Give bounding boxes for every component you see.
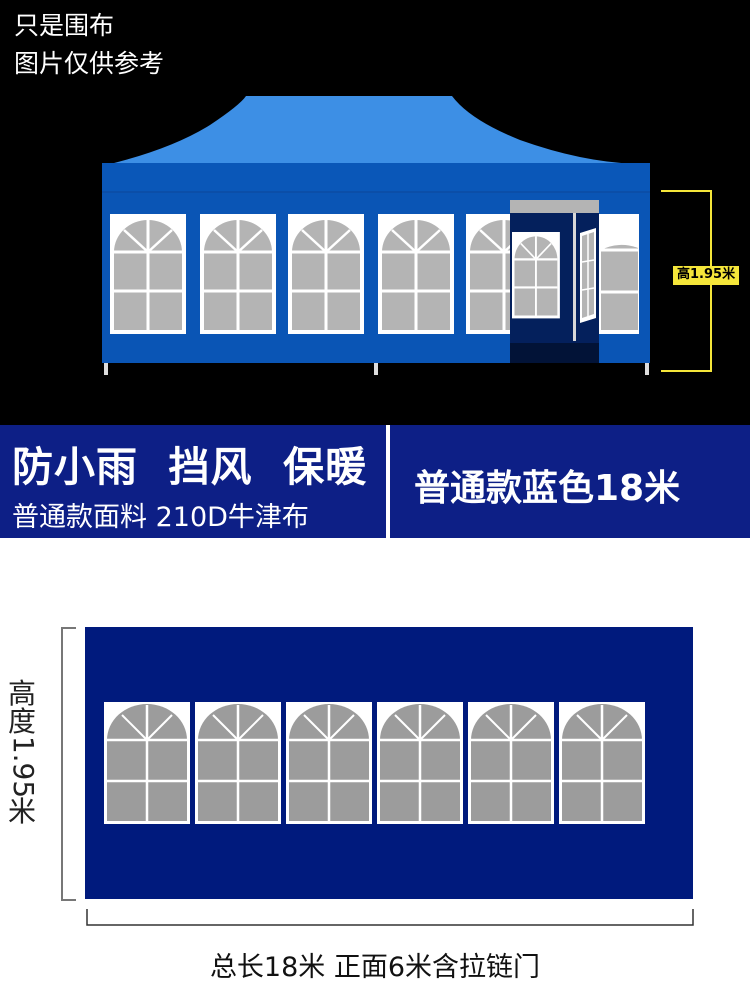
height-value: 1.95 (7, 735, 40, 799)
panel-height-label: 高 度 1.95 米 (7, 677, 40, 828)
height-char-1: 高 (8, 677, 37, 710)
height-char-2: 度 (8, 705, 37, 738)
height-tag: 高1.95米 (673, 266, 740, 285)
roof (102, 96, 650, 180)
length-bracket (86, 909, 694, 926)
height-char-unit: 米 (8, 795, 37, 828)
tent-illustration (102, 96, 712, 375)
sidewall-panel-area (0, 538, 750, 1000)
note-only-sidewall: 只是围布 (14, 11, 115, 40)
model-title: 普通款蓝色18米 (414, 468, 681, 509)
top-photo-area: 只是围布 图片仅供参考 (0, 0, 750, 425)
feature-title: 防小雨 挡风 保暖 (12, 443, 368, 491)
sidewall-panel-illustration (61, 627, 694, 926)
model-banner: 普通款蓝色18米 (390, 425, 750, 538)
panel-caption: 总长18米 正面6米含拉链门 (209, 952, 541, 983)
fabric-subtitle: 普通款面料 210D牛津布 (12, 502, 309, 533)
feature-banner: 防小雨 挡风 保暖 普通款面料 210D牛津布 (0, 425, 386, 538)
height-bracket (61, 627, 76, 901)
note-image-reference-only: 图片仅供参考 (14, 49, 165, 78)
